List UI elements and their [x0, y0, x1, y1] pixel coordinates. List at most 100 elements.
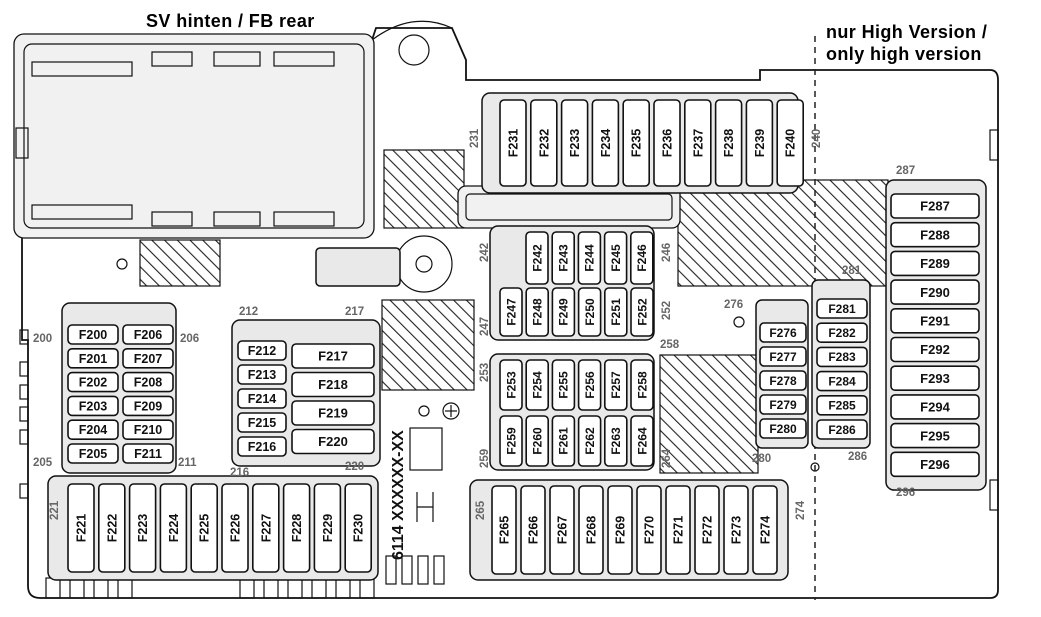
fuse-label: F270 [643, 516, 657, 545]
fuse-f265: F265 [491, 485, 517, 575]
fuse-label: F202 [79, 376, 108, 390]
fuse-label: F238 [722, 129, 736, 158]
fuse-label: F280 [769, 422, 797, 436]
fuse-label: F283 [828, 350, 856, 364]
hatched-areas [139, 149, 889, 474]
fuse-label: F253 [504, 371, 518, 399]
fuse-f277: F277 [759, 346, 807, 367]
fuse-f204: F204 [67, 419, 119, 441]
fuse-label: F250 [583, 298, 597, 326]
fuse-f292: F292 [890, 336, 980, 363]
title-high-version-line1: nur High Version / [826, 22, 987, 42]
fuse-label: F261 [557, 427, 571, 455]
fuse-f245: F245 [603, 231, 628, 285]
fuse-f235: F235 [622, 99, 651, 187]
fuse-f231: F231 [499, 99, 527, 187]
fuse-f253: F253 [499, 359, 523, 411]
fuse-f252: F252 [630, 287, 654, 337]
fuse-label: F224 [167, 514, 181, 543]
label-212: 212 [239, 306, 258, 318]
fuse-f207: F207 [122, 347, 174, 369]
fuse-f214: F214 [237, 388, 287, 409]
fuse-label: F242 [530, 244, 544, 272]
fuse-label: F246 [635, 244, 649, 272]
fuse-label: F257 [609, 371, 623, 399]
fuse-label: F213 [248, 368, 277, 382]
fuse-label: F293 [920, 371, 950, 386]
fuse-label: F262 [583, 427, 597, 455]
fuse-f240: F240 [776, 99, 805, 187]
fuse-f260: F260 [525, 415, 550, 467]
label-242: 242 [479, 243, 491, 262]
fuse-f229: F229 [313, 483, 342, 573]
label-253: 253 [479, 363, 491, 382]
fuse-label: F248 [531, 298, 545, 326]
label-220: 220 [345, 461, 364, 473]
fuse-label: F255 [557, 371, 571, 399]
fuse-f289: F289 [890, 250, 980, 277]
fuse-f264: F264 [630, 415, 654, 467]
fuse-f215: F215 [237, 412, 287, 433]
fuse-label: F288 [920, 227, 950, 242]
fuse-f281: F281 [816, 298, 868, 319]
fuse-f208: F208 [122, 371, 174, 393]
fuse-f227: F227 [252, 483, 280, 573]
fuse-f280: F280 [759, 418, 807, 439]
fuse-label: F236 [661, 129, 675, 158]
fuse-label: F267 [556, 516, 570, 545]
fuse-f223: F223 [128, 483, 157, 573]
fuse-label: F206 [134, 328, 163, 342]
fuse-label: F204 [79, 423, 108, 437]
fuse-f212: F212 [237, 340, 287, 361]
fuse-f276: F276 [759, 322, 807, 343]
fuse-label: F272 [701, 516, 715, 545]
fuse-label: F223 [136, 514, 150, 543]
fuse-label: F216 [248, 440, 277, 454]
fuse-f244: F244 [577, 231, 602, 285]
fuse-f282: F282 [816, 322, 868, 344]
fuse-label: F239 [753, 129, 767, 158]
fuse-f283: F283 [816, 346, 868, 368]
fuse-layer: F200F201F202F203F204F205F206F207F208F209… [67, 99, 980, 575]
fuse-label: F214 [248, 392, 277, 406]
fuse-label: F203 [79, 399, 108, 413]
fuse-label: F205 [79, 447, 108, 461]
fuse-label: F229 [321, 514, 335, 543]
fuse-label: F228 [290, 514, 304, 543]
fuse-f278: F278 [759, 370, 807, 391]
fuse-f218: F218 [291, 371, 375, 398]
fuse-label: F237 [691, 129, 705, 158]
fuse-f249: F249 [551, 287, 576, 337]
fuse-label: F222 [105, 514, 119, 543]
label-221: 221 [49, 500, 61, 520]
fuse-f222: F222 [98, 483, 126, 573]
fuse-position-labels: 200 205 206 211 212 216 217 220 221 230 … [33, 128, 915, 520]
fuse-label: F289 [920, 256, 950, 271]
fuse-label: F271 [672, 516, 686, 545]
fuse-f263: F263 [603, 415, 628, 467]
fuse-label: F263 [609, 427, 623, 455]
label-274: 274 [795, 500, 807, 520]
fuse-label: F281 [828, 302, 856, 316]
label-280: 280 [752, 453, 771, 465]
label-216: 216 [230, 467, 249, 479]
fuse-label: F279 [769, 398, 797, 412]
label-246: 246 [661, 243, 673, 262]
fuse-f248: F248 [525, 287, 550, 337]
label-205: 205 [33, 457, 53, 469]
fuse-label: F215 [248, 416, 277, 430]
label-287: 287 [896, 165, 915, 177]
fuse-label: F282 [828, 326, 856, 340]
fuse-label: F244 [583, 244, 597, 272]
fuse-f203: F203 [67, 395, 119, 417]
fuse-label: F294 [920, 400, 950, 415]
fuse-label: F249 [557, 298, 571, 326]
fuse-label: F296 [920, 457, 950, 472]
fuse-label: F259 [504, 427, 518, 455]
fuse-f267: F267 [549, 485, 575, 575]
fuse-f242: F242 [525, 231, 549, 285]
fuse-label: F218 [318, 377, 348, 392]
fuse-label: F256 [583, 371, 597, 399]
fuse-label: F277 [769, 350, 797, 364]
